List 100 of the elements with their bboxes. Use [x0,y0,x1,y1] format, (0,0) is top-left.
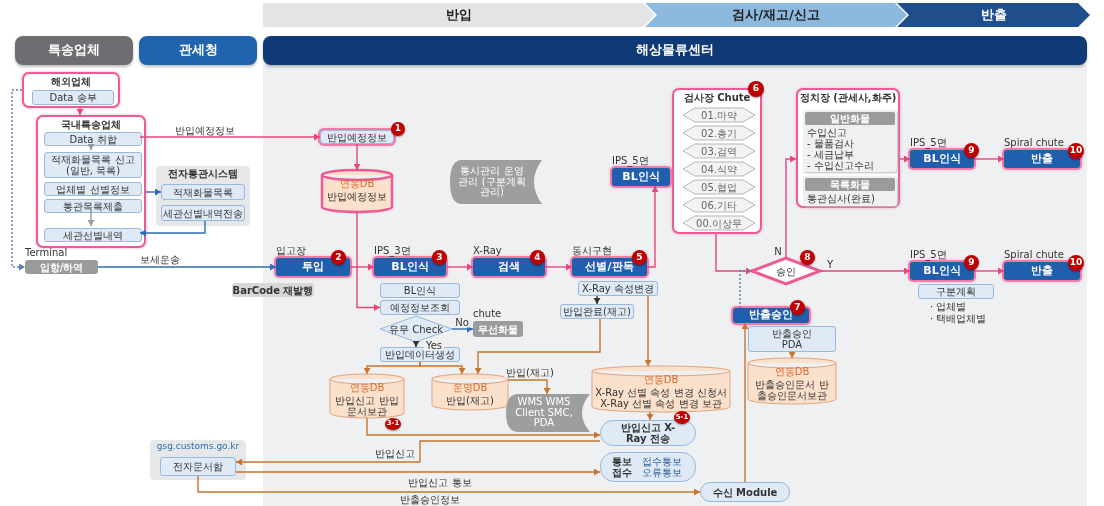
db-text: 연동DB [339,178,375,189]
chute-label: 06.기타 [701,199,737,211]
step-label: 반출 [1031,152,1053,166]
box-text: 반입신고 X-Ray 전송 [619,422,677,444]
chute-label: 01.마약 [701,109,737,121]
panel-header: 목록화물 [805,178,895,191]
step-label: BL인식 [923,264,961,278]
connector-arrow [785,155,797,259]
process-box [44,228,142,242]
step-box [612,168,670,186]
node-label: IPS_3면 [374,246,411,256]
box-text: 반입데이터생성 [385,349,455,360]
db-text: 연동DB [643,374,679,385]
process-box [161,184,245,200]
box-text: 반출승인 [772,328,812,339]
connector-arrow [973,155,1005,163]
box-subtext: PDA [781,339,803,350]
database-cylinder [592,366,730,412]
process-box [380,283,460,298]
connector-arrow [445,263,474,271]
box-text: 적재화물목록 신고 (일반, 목록) [50,154,136,176]
edge-label: N [772,245,784,257]
node-label: 입고장 [276,246,306,256]
process-box [748,326,836,352]
db-text: 연동DB [774,366,810,377]
storage-shape [450,160,542,204]
box-text: 반입완료(재고) [563,306,631,317]
info-panel [803,176,897,206]
node-label: IPS_5면 [612,156,649,166]
box-text: 세관선별내역전송 [163,207,243,219]
group-title: 해외업체 [50,76,92,87]
box-text: 무선화물 [478,323,518,335]
box-subtext: 반출승인문서 반출승인문서보관 [754,379,830,401]
box-text: Data 송부 [49,92,97,103]
box-subtext: X-Ray 선별 속성 변경 신청서 X-Ray 선별 속성 변경 보관 [595,387,727,409]
node-label: IPS_5면 [910,250,947,260]
connector-arrow [741,322,749,483]
header-label: 해상물류센터 [636,43,714,58]
info-panel [803,110,897,172]
process-box [44,152,142,178]
bullet-item: · 업체별 [930,302,967,312]
box-text: 적재화물목록 [173,186,233,198]
chute-label: 05.협업 [701,181,737,193]
group-title: 국내특송업체 [60,119,122,130]
box-text: BarCode 재발행 [232,284,314,296]
box-text: 업체별 선별정보 [56,183,130,195]
chute-label: 04.식약 [701,163,737,175]
phase-label: 반출 [980,7,1007,23]
rounded-box [700,482,790,502]
box-text: 통관목록제출 [63,200,123,212]
node-label: Terminal [25,248,68,258]
process-box [44,132,142,146]
rounded-box [600,452,696,482]
process-box [32,90,114,105]
lane-header [139,36,257,65]
process-box [160,457,236,476]
step-label: BL인식 [622,170,660,184]
connector-arrow [646,185,659,268]
chute-label: 02.총기 [701,127,737,139]
connector-line [739,270,753,309]
db-text: 연동DB [349,382,385,393]
chute-hexagon [683,180,755,194]
process-box [44,182,142,196]
connector-arrow [353,143,361,171]
group-box [22,72,120,108]
decision-label: 승인 [776,265,796,277]
process-box [918,284,994,299]
process-box [44,199,142,213]
group-box [796,88,900,208]
connector-arrow [507,379,551,395]
step-box [572,258,647,276]
step-box [733,308,809,323]
connector-arrow [197,475,701,496]
edge-label: 보세운송 [138,253,182,265]
decision-label: 유무 Check [389,323,443,335]
step-label: BL인식 [391,260,429,274]
step-label: BL인식 [923,152,961,166]
shape-text: 통시관리 운영관리 (구분계획관리) [457,166,527,198]
step-label: 검색 [498,260,520,274]
chute-label: 03.검역 [701,145,737,157]
node-label: IPS_5면 [910,138,947,148]
box-subtext: 반입(재고) [446,395,494,406]
connector-arrow [356,211,381,311]
database-cylinder [748,358,836,404]
phase-band [645,3,907,27]
edge-label: 반입신고 통보 [406,476,474,488]
panel-header: 일반화물 [805,112,895,125]
connector-arrow [235,440,601,466]
lane-header [15,36,133,65]
process-box [380,300,460,315]
chute-hexagon [683,126,755,140]
connector-arrow [11,89,26,271]
step-label: 선별/판독 [585,260,634,274]
panel-text: - 수입신고수리 [806,160,875,171]
label-box [473,321,523,337]
connector-arrow [97,263,277,271]
box-text: 통보접수 [611,456,634,478]
connector-arrow [788,351,796,359]
phase-band [897,3,1090,27]
chute-hexagon [683,108,755,122]
